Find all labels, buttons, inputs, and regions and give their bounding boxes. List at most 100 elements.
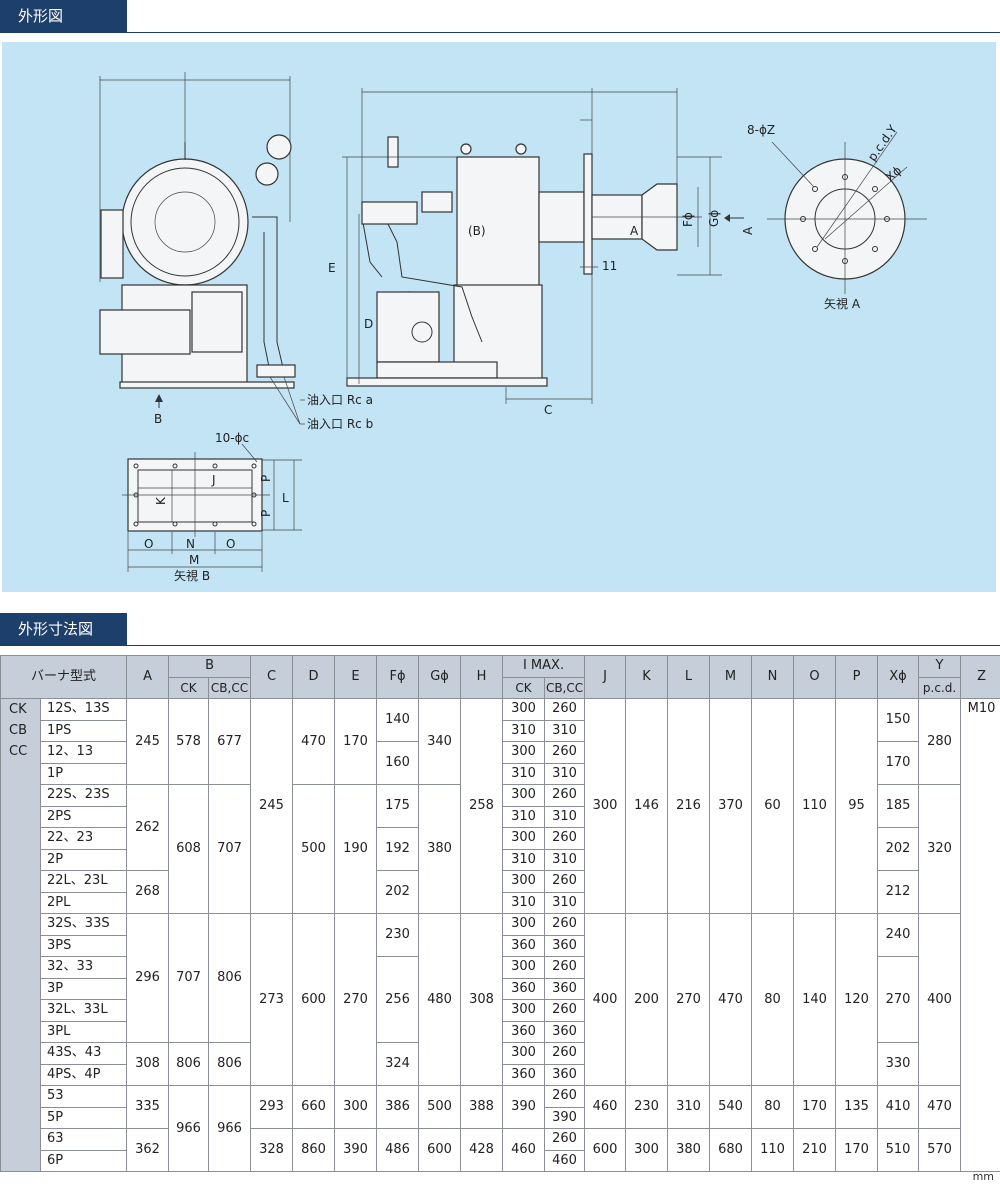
cell-g: 500	[418, 1085, 462, 1129]
model-cell: 3PS	[39, 934, 128, 957]
cell-b-cbcc: 806	[208, 1042, 252, 1086]
family-cell: CK CB CC	[0, 698, 41, 1172]
cell-a: 268	[126, 870, 170, 914]
model-cell: 32、33	[39, 956, 128, 979]
cell-y: 320	[918, 784, 962, 914]
header-b: B	[168, 655, 252, 678]
cell-n: 80	[751, 1085, 795, 1129]
cell-m: 680	[709, 1128, 753, 1172]
cell-h: 388	[460, 1085, 504, 1129]
header-i: I MAX.	[502, 655, 586, 678]
cell-m: 470	[709, 913, 753, 1086]
cell-i-cbcc: 360	[544, 934, 586, 957]
cell-i-cbcc: 260	[544, 698, 586, 721]
cell-i-ck: 300	[502, 956, 546, 979]
cell-i-ck: 310	[502, 848, 546, 871]
model-cell: 6P	[39, 1149, 128, 1172]
cell-i-ck: 300	[502, 913, 546, 936]
cell-c: 293	[250, 1085, 294, 1129]
cell-c: 328	[250, 1128, 294, 1172]
dimension-table: バーナ型式 A B C D E Fϕ Gϕ H I MAX. J K L M N…	[0, 655, 1000, 1172]
cell-b-cbcc: 707	[208, 784, 252, 914]
model-cell: 12S、13S	[39, 698, 128, 721]
model-cell: 22L、23L	[39, 870, 128, 893]
cell-p: 135	[835, 1085, 879, 1129]
cell-i-ck: 360	[502, 1063, 546, 1086]
table-row: 53 335 966 966 293 660 300 386 500 388 3…	[1, 1085, 1000, 1172]
cell-b-ck: 608	[168, 784, 210, 914]
cell-n: 60	[751, 698, 795, 914]
cell-x: 202	[877, 827, 920, 871]
cell-p: 120	[835, 913, 879, 1086]
table-header-row-2: CK CB,CC CK CB,CC p.c.d.	[1, 676, 1000, 699]
view-a: 8-ϕZ p.c.d.Y Xϕ 矢視 A	[747, 122, 927, 311]
model-cell: 22、23	[39, 827, 128, 850]
view-a-label: 矢視 A	[824, 296, 861, 311]
cell-y: 280	[918, 698, 962, 785]
family-cb: CB	[9, 723, 27, 738]
header-z: Z	[960, 655, 1000, 699]
dim-e-label: E	[328, 261, 336, 275]
cell-e: 190	[334, 784, 378, 914]
model-cell: 32S、33S	[39, 913, 128, 936]
cell-y: 400	[918, 913, 962, 1086]
cell-c: 245	[250, 698, 294, 914]
cell-b-cbcc: 966	[208, 1085, 252, 1172]
cell-c: 273	[250, 913, 294, 1086]
model-cell: 2PS	[39, 805, 128, 828]
dim-o1-label: O	[144, 537, 153, 551]
cell-l: 310	[667, 1085, 711, 1129]
header-n: N	[751, 655, 795, 699]
table-row: 6P 460	[1, 1149, 1000, 1172]
table-row: 43S、43 308 806 806 324 300 260 330	[1, 1042, 1000, 1086]
header-k: K	[625, 655, 669, 699]
cell-d: 500	[292, 784, 336, 914]
holes-c-label: 10-ϕc	[215, 431, 249, 445]
header-g: Gϕ	[418, 655, 462, 699]
table-row: 3P 360 360	[1, 977, 1000, 1000]
oil-inlet-b-label: 油入口 Rc b	[307, 417, 373, 431]
cell-x: 170	[877, 741, 920, 785]
dim-a-label: A	[630, 224, 639, 238]
header-i-cbcc: CB,CC	[544, 676, 586, 699]
header-i-ck: CK	[502, 676, 546, 699]
dim-m-label: M	[189, 553, 199, 567]
dim-o2-label: O	[226, 537, 235, 551]
cell-g: 340	[418, 698, 462, 785]
cell-i-ck: 300	[502, 698, 546, 721]
table-header-row-1: バーナ型式 A B C D E Fϕ Gϕ H I MAX. J K L M N…	[0, 655, 1000, 699]
cell-i-cbcc: 360	[544, 1020, 586, 1043]
model-cell: 1P	[39, 762, 128, 785]
header-o: O	[793, 655, 837, 699]
header-y: Y	[918, 655, 962, 678]
header-c: C	[250, 655, 294, 699]
view-b: 10-ϕc J K P P L O N O M 矢視 B	[122, 431, 302, 583]
cell-l: 270	[667, 913, 711, 1086]
cell-f: 202	[376, 870, 420, 914]
cell-f: 386	[376, 1085, 420, 1129]
cell-d: 860	[292, 1128, 336, 1172]
cell-x: 212	[877, 870, 920, 914]
table-row: 4PS、4P 360 360	[1, 1063, 1000, 1086]
cell-e: 390	[334, 1128, 378, 1172]
pcd-y-label: p.c.d.Y	[865, 122, 900, 164]
cell-i-ck: 360	[502, 977, 546, 1000]
oil-inlet-a-label: 油入口 Rc a	[307, 393, 373, 407]
table-row: 63 362 328 860 390 486 600 428 460 260 6…	[1, 1128, 1000, 1172]
header-y-sub: p.c.d.	[918, 676, 962, 699]
cell-x: 270	[877, 956, 920, 1043]
dim-l-label: L	[282, 491, 289, 505]
outline-drawing: 油入口 Rc a 油入口 Rc b B	[2, 42, 996, 592]
cell-i-cbcc: 260	[544, 913, 586, 936]
header-model: バーナ型式	[0, 655, 128, 699]
cell-x: 510	[877, 1128, 920, 1172]
dim-f-label: Fϕ	[681, 212, 695, 227]
cell-a: 308	[126, 1042, 170, 1086]
cell-a: 245	[126, 698, 170, 785]
cell-j: 460	[584, 1085, 627, 1129]
cell-o: 140	[793, 913, 837, 1086]
cell-i-ck: 310	[502, 719, 546, 742]
model-cell: 3PL	[39, 1020, 128, 1043]
cell-i-ck: 360	[502, 934, 546, 957]
header-f: Fϕ	[376, 655, 420, 699]
